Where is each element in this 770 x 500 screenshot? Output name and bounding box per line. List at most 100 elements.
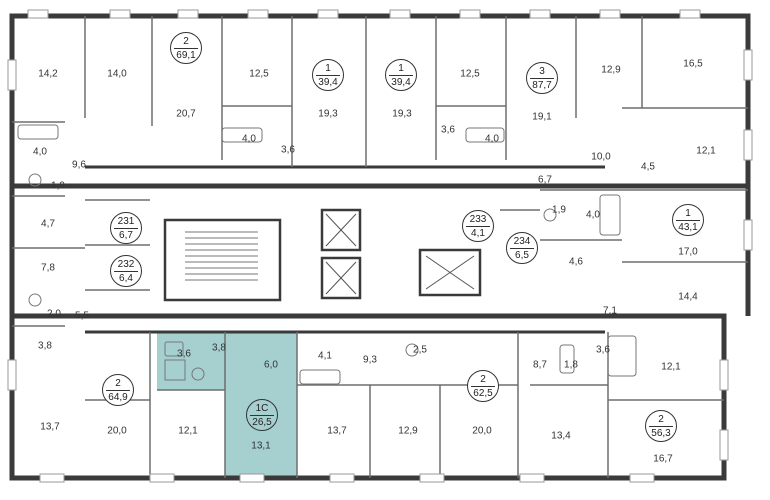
apartment-badge-highlighted[interactable]: 1С 26,5: [246, 399, 278, 431]
room-area: 10,0: [591, 151, 611, 163]
highlighted-apartment[interactable]: [157, 333, 297, 476]
badge-rooms: 1С: [255, 403, 269, 414]
room-area: 14,2: [38, 68, 58, 80]
badge-area: 62,5: [473, 388, 493, 399]
badge-area: 87,7: [532, 80, 552, 91]
room-area: 20,0: [107, 425, 127, 437]
room-area: 12,1: [661, 361, 681, 373]
badge-rooms: 2: [115, 378, 121, 389]
room-area: 8,7: [533, 359, 547, 371]
partitions: [12, 16, 748, 478]
badge-area: 43,1: [678, 222, 698, 233]
badge-area: 26,5: [252, 417, 272, 428]
badge-area: 4,1: [471, 228, 485, 239]
building-core: [163, 208, 482, 302]
room-area: 4,0: [485, 133, 499, 145]
badge-rooms: 234: [513, 236, 531, 247]
badge-rooms: 3: [539, 66, 545, 77]
badge-rooms: 2: [183, 36, 189, 47]
windows: [7, 9, 753, 483]
room-area: 17,0: [678, 246, 698, 258]
room-area: 16,5: [683, 58, 703, 70]
badge-rooms: 1: [398, 63, 404, 74]
room-area: 12,1: [696, 145, 716, 157]
room-area: 19,3: [318, 108, 338, 120]
room-area: 3,8: [212, 342, 226, 354]
room-area: 3,8: [38, 340, 52, 352]
room-area: 20,0: [472, 425, 492, 437]
stair-treads: [185, 231, 258, 281]
room-area: 4,0: [33, 146, 47, 158]
room-area: 19,1: [532, 111, 552, 123]
room-area: 4,5: [641, 161, 655, 173]
outer-wall-top-frame: [9, 13, 751, 189]
stair-shell: [163, 218, 282, 302]
badge-rooms: 233: [469, 214, 487, 225]
room-area: 9,6: [72, 159, 86, 171]
fixtures: [17, 124, 637, 385]
badge-area: 39,4: [318, 77, 338, 88]
room-area: 12,5: [460, 68, 480, 80]
room-area: 7,8: [41, 262, 55, 274]
badge-area: 64,9: [108, 392, 128, 403]
lift-shaft-3: [418, 248, 482, 297]
outer-walls: [9, 13, 751, 481]
badge-rooms: 1: [325, 63, 331, 74]
room-area: 13,4: [551, 430, 571, 442]
badge-area: 6,7: [119, 230, 133, 241]
room-area: 19,3: [392, 108, 412, 120]
room-area: 3,6: [177, 348, 191, 360]
room-area: 4,0: [242, 133, 256, 145]
room-area: 4,0: [586, 209, 600, 221]
room-area: 1,9: [552, 204, 566, 216]
lift-shaft-1: [320, 208, 362, 252]
room-area: 14,4: [678, 291, 698, 303]
badge-area: 69,1: [176, 50, 196, 61]
room-area: 14,0: [107, 68, 127, 80]
outer-wall-bottom-frame: [9, 313, 727, 481]
badge-area: 6,4: [119, 273, 133, 284]
room-area: 3,6: [596, 344, 610, 356]
lift-shaft-2: [320, 256, 362, 300]
room-area: 13,7: [40, 421, 60, 433]
badge-rooms: 2: [658, 414, 664, 425]
room-area: 16,7: [653, 453, 673, 465]
badge-area: 56,3: [651, 428, 671, 439]
room-area: 6,7: [538, 174, 552, 186]
room-area: 4,6: [569, 256, 583, 268]
room-area: 9,3: [363, 354, 377, 366]
room-area: 6,0: [264, 359, 278, 371]
badge-rooms: 2: [480, 374, 486, 385]
room-area: 5,5: [75, 310, 89, 322]
room-area: 12,1: [178, 425, 198, 437]
room-area: 20,7: [176, 108, 196, 120]
room-area: 3,6: [441, 124, 455, 136]
room-area: 12,5: [249, 68, 269, 80]
badge-rooms: 231: [117, 216, 135, 227]
room-area: 3,6: [281, 144, 295, 156]
badge-rooms: 232: [117, 259, 135, 270]
room-area: 4,7: [41, 218, 55, 230]
room-area: 12,9: [601, 64, 621, 76]
room-area: 12,9: [398, 425, 418, 437]
room-area: 2,0: [47, 308, 61, 320]
lift-crosses: [325, 213, 475, 295]
room-area: 1,9: [51, 180, 65, 192]
room-area: 13,7: [327, 425, 347, 437]
room-area: 2,5: [413, 344, 427, 356]
room-area: 4,1: [318, 350, 332, 362]
